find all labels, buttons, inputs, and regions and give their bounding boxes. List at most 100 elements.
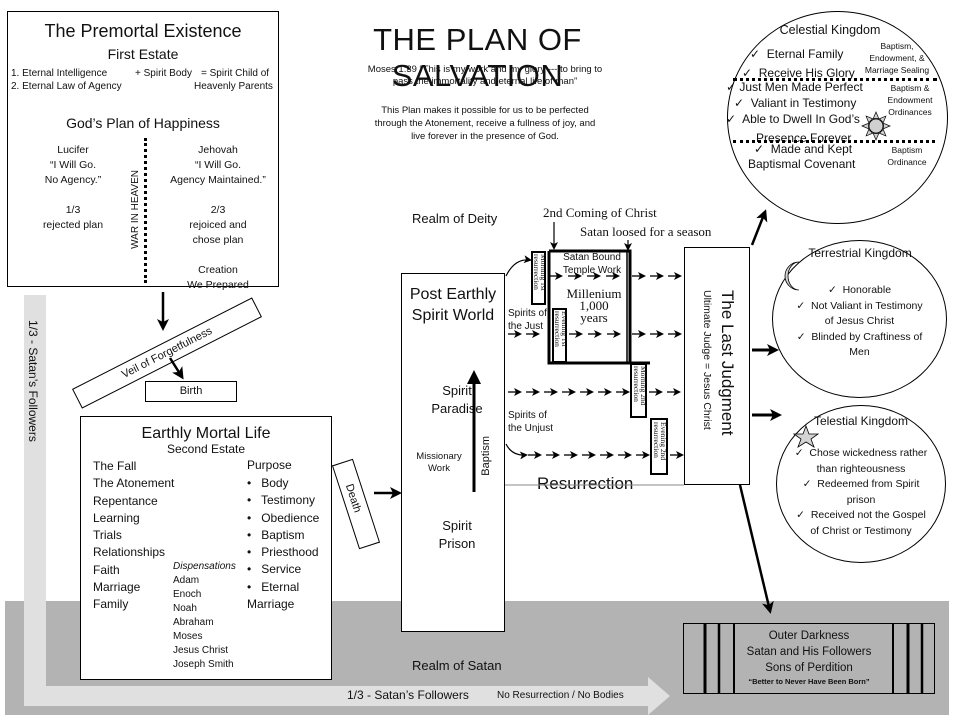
- page-title: THE PLAN OF SALVATION: [373, 22, 582, 93]
- outer-darkness-text: Outer Darkness Satan and His Followers S…: [746, 630, 872, 686]
- premortal-existence-box: The Premortal Existence First Estate 1. …: [7, 11, 279, 291]
- gods-plan-title: God’s Plan of Happiness: [66, 115, 220, 131]
- jehovah-line: rejoiced and: [189, 219, 247, 231]
- judgment-to-outer-darkness-arrow: [738, 484, 774, 614]
- terrestrial-item: Men: [849, 346, 870, 358]
- telestial-item: ✓ Chose wickedness rather: [794, 447, 928, 459]
- ultimate-judge-label: Ultimate Judge = Jesus Christ: [701, 290, 713, 430]
- telestial-item: ✓ Received not the Gospel: [796, 509, 926, 521]
- satans-followers-arrow-horizontal: [24, 686, 650, 706]
- celestial-item: ✓ Eternal Family: [750, 47, 844, 61]
- earthly-mortal-life-box: Earthly Mortal Life Second Estate The Fa…: [80, 416, 332, 680]
- celestial-tier2-ordinance: Baptism & Endowment Ordinances: [887, 83, 933, 117]
- celestial-item: Baptismal Covenant: [748, 157, 856, 171]
- spirit-paradise: Spirit Paradise: [431, 383, 483, 416]
- purpose-item: • Service: [247, 562, 302, 577]
- mortal-item: The Fall: [93, 459, 137, 473]
- dispensation: Noah: [173, 603, 197, 614]
- purpose-label: Purpose: [247, 458, 292, 472]
- purpose-item: • Body: [247, 476, 289, 490]
- mortal-item: Faith: [93, 562, 120, 577]
- realm-of-satan-label: Realm of Satan: [412, 658, 502, 673]
- jehovah-line: 2/3: [210, 204, 226, 216]
- purpose-item: • Baptism: [247, 527, 305, 542]
- celestial-item: ✓ Just Men Made Perfect: [726, 80, 863, 94]
- telestial-items: ✓ Chose wickedness rather than righteous…: [776, 446, 946, 539]
- celestial-item: ✓ Receive His Glory: [742, 66, 855, 80]
- lucifer-column: Lucifer “I Will Go. No Agency.” 1/3 reje…: [18, 143, 128, 233]
- last-judgment-box: The Last Judgment Ultimate Judge = Jesus…: [684, 247, 750, 485]
- birth-label: Birth: [179, 385, 203, 397]
- veil-label: Veil of Forgetfulness: [119, 325, 215, 381]
- celestial-item: ✓ Able to Dwell In God’s: [726, 112, 860, 126]
- jehovah-line: chose plan: [192, 234, 244, 246]
- spirits-of-the-unjust: Spirits of the Unjust: [508, 410, 554, 434]
- celestial-divider-1: [733, 78, 937, 81]
- jehovah-line: [158, 248, 278, 263]
- celestial-divider-2: [733, 140, 935, 143]
- dispensations-label: Dispensations: [173, 561, 236, 572]
- dispensation: Joseph Smith: [173, 659, 234, 670]
- satan-bound-temple-work: Satan Bound Temple Work: [562, 252, 622, 276]
- scripture-line: pass the immortality and eternal life of…: [392, 76, 578, 87]
- telestial-item: than righteousness: [816, 462, 906, 475]
- jehovah-line: [158, 188, 278, 203]
- lucifer-line: rejected plan: [42, 219, 104, 231]
- celestial-item: ✓ Made and Kept: [754, 142, 853, 156]
- dispensation: Jesus Christ: [173, 645, 229, 656]
- post-earthly-spirit-world-box: Post Earthly Spirit World Spirit Paradis…: [401, 273, 505, 632]
- jehovah-line: Jehovah: [198, 144, 238, 156]
- celestial-tier2: ✓ Just Men Made Perfect ✓ Valiant in Tes…: [726, 79, 863, 146]
- premortal-title: The Premortal Existence: [44, 21, 242, 41]
- scripture-quote: Moses 1:39 “This is my work and my glory…: [290, 64, 680, 88]
- dispensations-list: Adam Enoch Noah Abraham Moses Jesus Chri…: [173, 574, 234, 672]
- celestial-tier3: ✓ Made and Kept Baptismal Covenant: [748, 142, 855, 172]
- eternal-law-of-agency: 2. Eternal Law of Agency: [11, 81, 122, 92]
- spirit-child: = Spirit Child of: [201, 68, 270, 79]
- dispensation: Abraham: [173, 617, 214, 628]
- mortal-title: Earthly Mortal Life: [141, 425, 271, 442]
- telestial-item: prison: [846, 493, 876, 506]
- scripture-line: Moses 1:39 “This is my work and my glory…: [367, 64, 603, 75]
- lucifer-line: 1/3: [65, 204, 81, 216]
- terrestrial-item: ✓ Honorable: [827, 284, 892, 296]
- last-judgment-title: The Last Judgment: [718, 290, 737, 436]
- satans-followers-arrow-vertical: [24, 295, 46, 699]
- missionary-work: Missionary Work: [416, 451, 462, 474]
- bottom-arrow-label: 1/3 - Satan’s Followers: [347, 688, 469, 702]
- jehovah-line: We Prepared: [187, 279, 249, 291]
- terrestrial-item: of Jesus Christ: [824, 315, 895, 327]
- celestial-tier1: ✓ Eternal Family ✓ Receive His Glory: [742, 45, 855, 83]
- terrestrial-items: ✓ Honorable ✓ Not Valiant in Testimony o…: [772, 283, 947, 361]
- lucifer-line: [18, 188, 128, 203]
- lucifer-line: No Agency.”: [44, 174, 102, 186]
- purpose-item: • Testimony: [247, 493, 316, 508]
- satans-followers-vertical-label: 1/3 - Satan’s Followers: [26, 320, 40, 442]
- mortal-item: Family: [93, 597, 129, 612]
- telestial-item: of Christ or Testimony: [810, 524, 912, 537]
- spirit-world-title: Post Earthly Spirit World: [409, 286, 497, 324]
- celestial-item: ✓ Valiant in Testimony: [734, 96, 857, 110]
- plan-purpose: This Plan makes it possible for us to be…: [290, 104, 680, 143]
- mortal-item: Trials: [93, 528, 122, 543]
- celestial-tier1-ordinance: Baptism, Endowment, & Marriage Sealing: [864, 41, 930, 75]
- mortal-item: Repentance: [93, 493, 158, 508]
- judgment-to-celestial-arrow: [750, 209, 768, 246]
- jehovah-column: Jehovah “I Will Go. Agency Maintained.” …: [158, 143, 278, 293]
- terrestrial-kingdom-circle: [772, 240, 947, 398]
- realm-of-deity-label: Realm of Deity: [412, 211, 498, 226]
- war-in-heaven-label: WAR IN HEAVEN: [130, 170, 141, 249]
- war-in-heaven-divider: [144, 138, 147, 283]
- baptism-label: Baptism: [480, 436, 492, 476]
- lucifer-line: “I Will Go.: [49, 159, 97, 171]
- just-curve-arrow: [505, 255, 532, 277]
- dispensation: Moses: [173, 631, 203, 642]
- mortal-item: Relationships: [93, 545, 166, 560]
- lucifer-line: Lucifer: [57, 144, 89, 156]
- mortal-item: The Atonement: [93, 476, 175, 491]
- unjust-curve-arrow: [505, 443, 528, 460]
- birth-box: Birth: [145, 381, 237, 402]
